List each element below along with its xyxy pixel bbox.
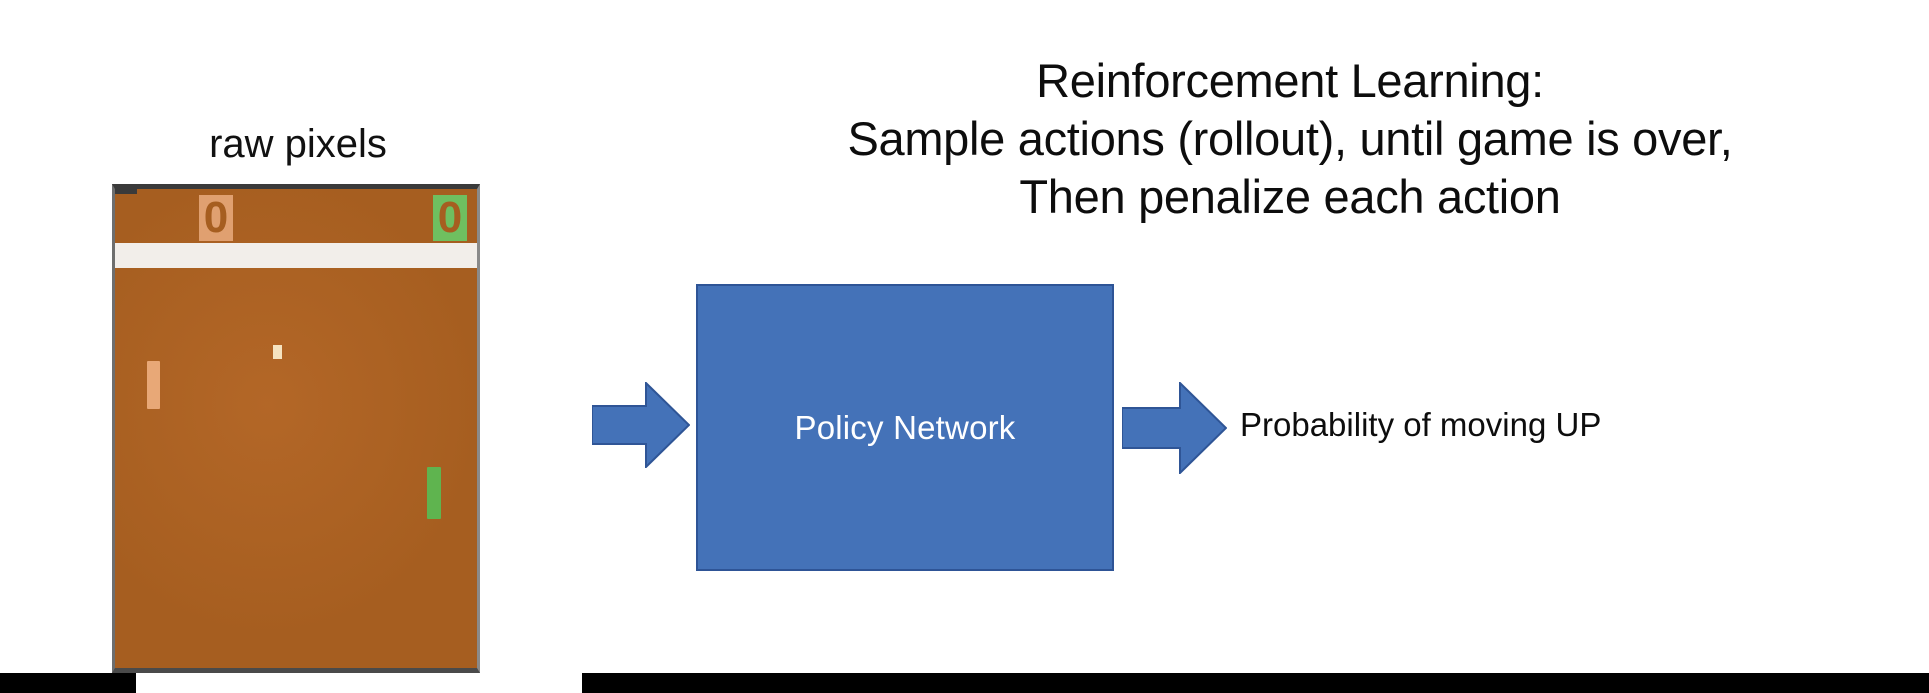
pong-score-right: 0 — [433, 195, 467, 241]
bottom-bar-right — [582, 673, 1929, 693]
output-arrow-icon — [1122, 382, 1227, 474]
headline-line-3: Then penalize each action — [1019, 170, 1561, 223]
frame-corner-tick — [115, 189, 137, 194]
pong-score-left: 0 — [199, 195, 233, 241]
pong-divider-line — [115, 243, 477, 268]
headline-line-2: Sample actions (rollout), until game is … — [847, 112, 1733, 165]
pong-playfield: 0 0 — [115, 189, 477, 668]
headline-block: Reinforcement Learning: Sample actions (… — [700, 52, 1880, 226]
arrow-right-icon — [592, 382, 690, 468]
pong-paddle-left — [147, 361, 160, 409]
policy-network-label: Policy Network — [794, 408, 1016, 446]
arrow-right-icon — [1122, 382, 1227, 474]
pong-paddle-right — [427, 467, 441, 519]
pong-score-band: 0 0 — [115, 189, 477, 243]
pong-game-frame: 0 0 — [112, 184, 480, 673]
headline-line-1: Reinforcement Learning: — [1036, 54, 1544, 107]
pong-ball — [273, 345, 282, 359]
raw-pixels-caption: raw pixels — [209, 122, 387, 166]
output-label: Probability of moving UP — [1240, 406, 1602, 443]
policy-network-box[interactable]: Policy Network — [696, 284, 1114, 571]
bottom-bar-left — [0, 673, 136, 693]
input-arrow-icon — [592, 382, 690, 468]
